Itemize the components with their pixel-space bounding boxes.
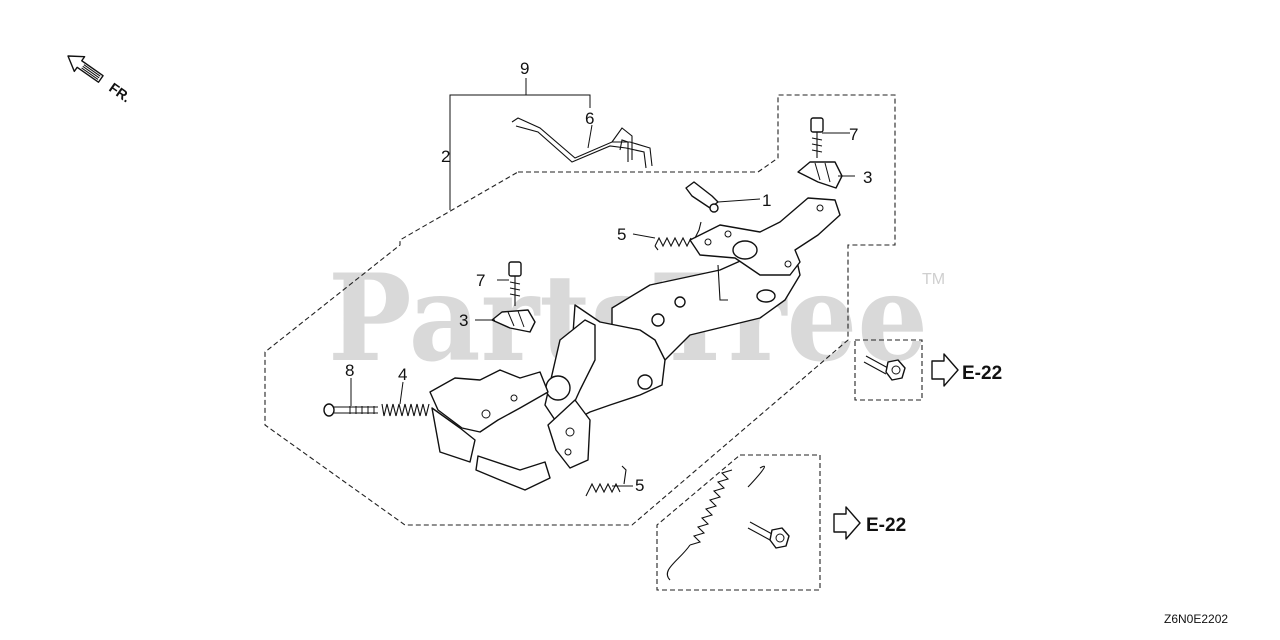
bolt-part-7-left xyxy=(508,261,522,306)
leader-lines xyxy=(350,132,855,487)
reference-group-2: E-22 xyxy=(656,454,906,591)
governor-rod xyxy=(511,117,653,169)
reference-label-e22-lower: E-22 xyxy=(866,515,906,536)
flange-bolt-icon xyxy=(863,355,906,381)
callout-bracket xyxy=(449,78,591,210)
bolt-part-7-right xyxy=(810,117,824,158)
reference-group-1: E-22 xyxy=(854,339,1002,401)
diagram-code: Z6N0E2202 xyxy=(1164,612,1228,626)
small-lever-part-1 xyxy=(685,181,719,213)
bolt-part-8 xyxy=(323,403,378,417)
spring-part-5-upper xyxy=(654,221,702,251)
front-direction-label: FR. xyxy=(106,79,134,105)
clip-part-3-right xyxy=(797,161,843,189)
assembly-boundary xyxy=(264,94,896,526)
watermark-tm: TM xyxy=(922,271,945,288)
reference-box-2 xyxy=(656,454,821,591)
spring-part-5-lower xyxy=(585,465,627,497)
callout-5-upper: 5 xyxy=(617,225,626,244)
clip-part-3-left xyxy=(491,309,536,333)
callout-1: 1 xyxy=(762,191,771,210)
hollow-arrow-icon-2 xyxy=(833,506,861,540)
callout-3-left: 3 xyxy=(459,311,468,330)
callout-4: 4 xyxy=(398,365,407,384)
reference-box-1 xyxy=(854,339,923,401)
left-sub-bracket xyxy=(429,369,591,491)
reference-label-e22-upper: E-22 xyxy=(962,363,1002,384)
callout-2: 2 xyxy=(441,147,450,166)
callout-6: 6 xyxy=(585,109,594,128)
callout-labels: 1 2 3 3 4 5 5 6 7 7 8 9 xyxy=(345,59,872,495)
callout-7-left: 7 xyxy=(476,271,485,290)
callout-8: 8 xyxy=(345,361,354,380)
callout-3-right: 3 xyxy=(863,168,872,187)
callout-7-right: 7 xyxy=(849,125,858,144)
return-spring-icon xyxy=(666,465,765,581)
callout-5-lower: 5 xyxy=(635,476,644,495)
callout-9: 9 xyxy=(520,59,529,78)
hollow-arrow-icon xyxy=(931,353,959,387)
upper-control-plate xyxy=(689,197,841,301)
spring-part-4 xyxy=(381,403,430,417)
front-direction-indicator: FR. xyxy=(67,55,134,105)
front-direction-arrow-icon xyxy=(67,55,104,83)
flange-bolt-icon-2 xyxy=(747,521,790,549)
